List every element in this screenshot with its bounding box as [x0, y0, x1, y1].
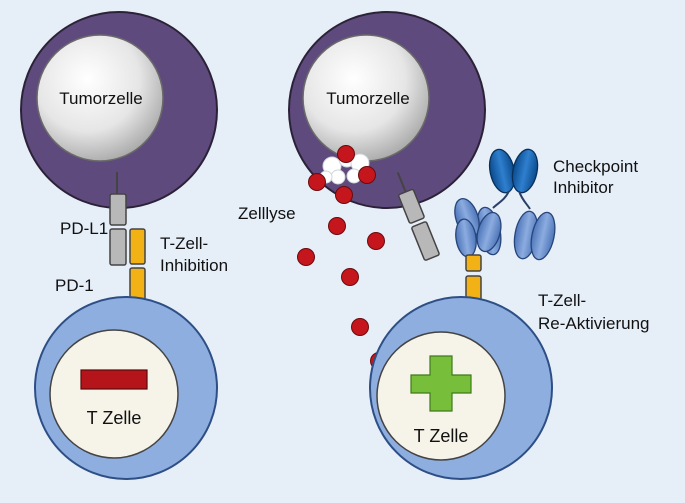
t-cell-left: T Zelle — [34, 296, 218, 480]
minus-sign — [80, 369, 148, 390]
granule — [358, 166, 376, 184]
checkpoint-label-line2: Inhibitor — [553, 178, 614, 197]
zelllyse-label: Zelllyse — [238, 204, 296, 223]
granule — [328, 217, 346, 235]
antibody-bound — [454, 198, 502, 258]
t-cell-inhibition-label-line1: T-Zell- — [160, 234, 208, 253]
granule — [335, 186, 353, 204]
tumor-label-left: Tumorzelle — [59, 89, 142, 108]
reactivation-label-line2: Re-Aktivierung — [538, 314, 650, 333]
granule — [341, 268, 359, 286]
tumor-cell-left: Tumorzelle — [20, 11, 218, 209]
tumor-label-right: Tumorzelle — [326, 89, 409, 108]
tumor-cell-right: Tumorzelle — [288, 11, 486, 209]
t-cell-nucleus-left — [49, 329, 179, 459]
granule — [367, 232, 385, 250]
right-panel: Tumorzelle — [238, 11, 650, 480]
pd1-label: PD-1 — [55, 276, 94, 295]
t-cell-right: T Zelle — [369, 296, 553, 480]
pdl1-receptor-left — [109, 172, 127, 266]
t-cell-label-left: T Zelle — [87, 408, 142, 428]
pdl1-label: PD-L1 — [60, 219, 108, 238]
pdl1-receptor-right — [396, 172, 440, 261]
plus-sign — [410, 355, 472, 412]
granule — [297, 248, 315, 266]
checkpoint-label-line1: Checkpoint — [553, 157, 638, 176]
granule — [351, 318, 369, 336]
t-cell-label-right: T Zelle — [414, 426, 469, 446]
left-panel: Tumorzelle PD-L1 PD-1 T-Zell- Inhibition… — [20, 11, 228, 480]
granule — [337, 145, 355, 163]
tumor-nucleus-left — [36, 34, 164, 162]
granule — [308, 173, 326, 191]
t-cell-inhibition-label-line2: Inhibition — [160, 256, 228, 275]
reactivation-label-line1: T-Zell- — [538, 291, 586, 310]
